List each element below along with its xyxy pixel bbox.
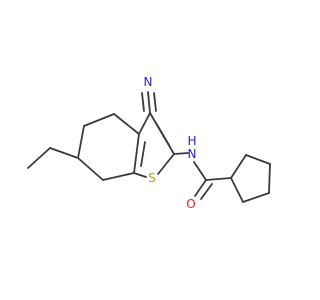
structure-diagram: N N H S O xyxy=(27,75,271,211)
amide-hydrogen-label: H xyxy=(187,134,196,148)
bond xyxy=(102,172,135,181)
bond xyxy=(245,154,271,165)
bond xyxy=(155,122,170,146)
bond-set xyxy=(27,91,271,203)
bond xyxy=(77,125,85,159)
bond xyxy=(230,154,247,179)
bond xyxy=(133,133,140,174)
bond xyxy=(147,91,151,114)
bond xyxy=(200,183,213,200)
bond xyxy=(268,163,271,194)
bond xyxy=(194,179,207,197)
bond xyxy=(173,152,189,155)
bond xyxy=(242,192,270,203)
bond xyxy=(230,177,244,203)
bond xyxy=(49,147,79,159)
bond xyxy=(83,113,115,127)
bond xyxy=(27,147,51,169)
amide-nitrogen-label: N xyxy=(188,147,197,161)
bond xyxy=(193,161,207,181)
bond xyxy=(113,113,140,135)
bond xyxy=(205,177,232,181)
bond xyxy=(138,112,151,135)
bond xyxy=(141,92,145,112)
ring-sulfur-label: S xyxy=(148,171,156,185)
bond xyxy=(140,141,146,167)
bond xyxy=(157,153,175,175)
carbonyl-oxygen-label: O xyxy=(186,197,195,211)
nitrile-nitrogen-label: N xyxy=(144,75,153,89)
bond xyxy=(77,157,104,181)
bond xyxy=(153,92,157,112)
bond xyxy=(133,172,147,178)
molecule-canvas: N N H S O xyxy=(27,75,271,211)
